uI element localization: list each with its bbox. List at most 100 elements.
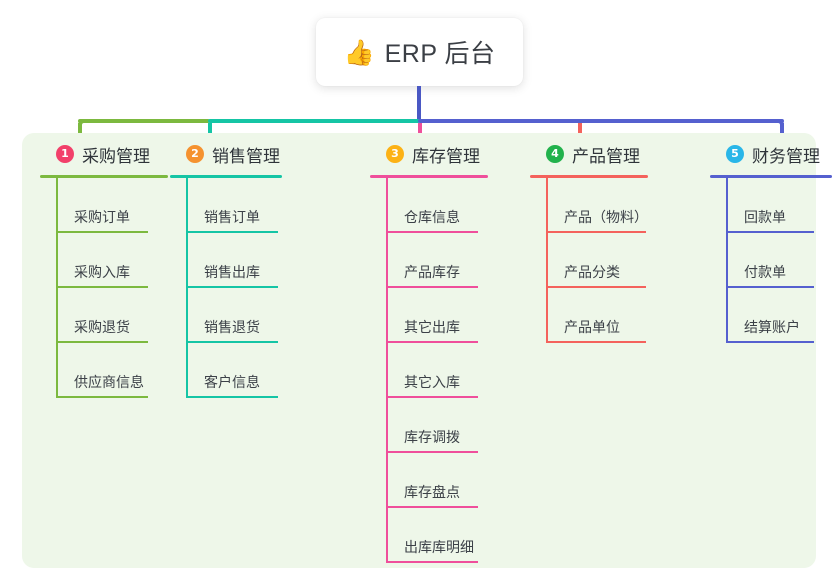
leaf-node-label: 销售退货 [204,319,260,335]
leaf-node-rule [386,341,478,343]
leaf-node[interactable]: 销售订单 [186,178,282,233]
leaf-node-label: 库存调拨 [404,429,460,445]
leaf-node[interactable]: 销售退货 [186,288,282,343]
leaf-node-label: 采购入库 [74,264,130,280]
leaf-node[interactable]: 产品分类 [546,233,648,288]
leaf-node-label: 采购退货 [74,319,130,335]
leaf-node-rule [186,396,278,398]
column-title-5: 财务管理 [752,146,820,166]
leaf-node-rule [546,286,646,288]
leaf-node[interactable]: 客户信息 [186,343,282,398]
column-4: 4 产品管理产品（物料） 产品分类产品单位 [530,133,648,343]
leaf-node-rule [726,286,814,288]
leaf-node-label: 出库库明细 [404,539,474,555]
column-rule-1 [40,175,168,178]
column-badge-1: 1 [56,145,74,163]
leaf-node-rule [726,341,814,343]
column-rule-4 [530,175,648,178]
column-body-1: 采购订单采购入库采购退货供应商信息 [40,178,168,398]
column-badge-3: 3 [386,145,404,163]
column-body-2: 销售订单销售出库销售退货客户信息 [170,178,282,398]
leaf-node[interactable]: 采购订单 [56,178,168,233]
leaf-node-rule [186,341,278,343]
column-title-2: 销售管理 [212,146,280,166]
leaf-node-rule [546,231,646,233]
leaf-node-rule [386,396,478,398]
leaf-node[interactable]: 回款单 [726,178,832,233]
column-title-1: 采购管理 [82,146,150,166]
leaf-node[interactable]: 产品库存 [386,233,488,288]
leaf-node-label: 回款单 [744,209,786,225]
leaf-node-rule [386,451,478,453]
leaf-node-rule [386,506,478,508]
column-rule-2 [170,175,282,178]
connector-bus-right [418,119,784,123]
root-node-card[interactable]: 👍 ERP 后台 [316,18,523,86]
connector-stem [417,86,421,121]
leaf-node-rule [546,341,646,343]
column-rule-5 [710,175,832,178]
column-1: 1 采购管理采购订单采购入库采购退货供应商信息 [40,133,168,398]
leaf-node-label: 仓库信息 [404,209,460,225]
leaf-node-label: 产品单位 [564,319,620,335]
leaf-node-rule [386,286,478,288]
leaf-node[interactable]: 仓库信息 [386,178,488,233]
column-header-1[interactable]: 1 采购管理 [40,133,168,175]
leaf-node-rule [386,231,478,233]
leaf-node-label: 客户信息 [204,374,260,390]
column-rule-3 [370,175,488,178]
leaf-node-rule [56,396,148,398]
leaf-node[interactable]: 库存调拨 [386,398,488,453]
column-body-5: 回款单付款单结算账户 [710,178,832,343]
leaf-node-label: 销售出库 [204,264,260,280]
leaf-node[interactable]: 产品（物料） [546,178,648,233]
leaf-node[interactable]: 结算账户 [726,288,832,343]
column-body-4: 产品（物料） 产品分类产品单位 [530,178,648,343]
leaf-node-rule [56,231,148,233]
leaf-node-rule [386,561,478,563]
column-spine-4 [546,178,548,343]
leaf-node-rule [56,341,148,343]
column-header-5[interactable]: 5 财务管理 [710,133,832,175]
leaf-node[interactable]: 采购入库 [56,233,168,288]
column-spine-3 [386,178,388,563]
leaf-node[interactable]: 采购退货 [56,288,168,343]
leaf-node-label: 产品分类 [564,264,620,280]
leaf-node[interactable]: 出库库明细 [386,508,488,563]
leaf-node-label: 结算账户 [744,319,800,335]
leaf-node[interactable]: 销售出库 [186,233,282,288]
column-badge-5: 5 [726,145,744,163]
leaf-node[interactable]: 其它出库 [386,288,488,343]
leaf-node[interactable]: 产品单位 [546,288,648,343]
leaf-node-label: 其它入库 [404,374,460,390]
column-spine-1 [56,178,58,398]
diagram-panel [22,133,816,568]
column-badge-4: 4 [546,145,564,163]
column-spine-2 [186,178,188,398]
leaf-node-rule [56,286,148,288]
leaf-node-rule [186,231,278,233]
leaf-node-label: 产品库存 [404,264,460,280]
column-header-4[interactable]: 4 产品管理 [530,133,648,175]
leaf-node[interactable]: 库存盘点 [386,453,488,508]
column-5: 5 财务管理回款单付款单结算账户 [710,133,832,343]
leaf-node-label: 销售订单 [204,209,260,225]
leaf-node[interactable]: 付款单 [726,233,832,288]
leaf-node-label: 库存盘点 [404,484,460,500]
connector-bus-middle [208,119,420,123]
leaf-node-label: 其它出库 [404,319,460,335]
column-title-4: 产品管理 [572,146,640,166]
leaf-node-rule [186,286,278,288]
leaf-node-rule [726,231,814,233]
root-node-label: ERP 后台 [384,40,496,68]
leaf-node[interactable]: 其它入库 [386,343,488,398]
leaf-node[interactable]: 供应商信息 [56,343,168,398]
leaf-node-label: 供应商信息 [74,374,144,390]
column-spine-5 [726,178,728,343]
